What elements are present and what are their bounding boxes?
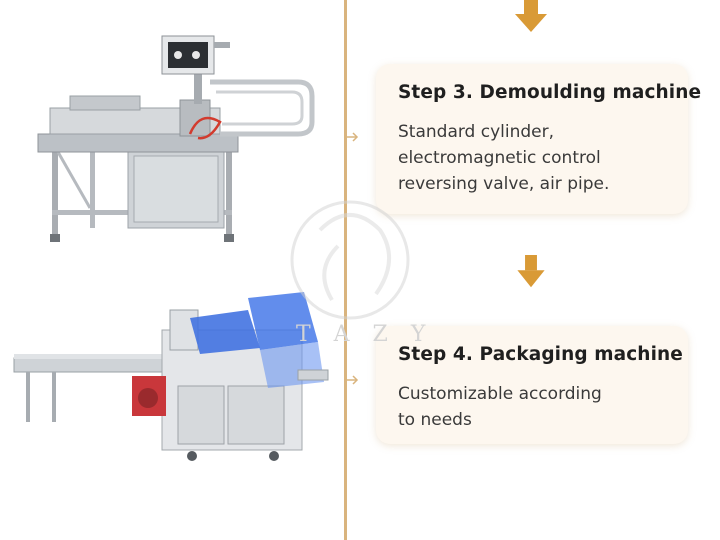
step-card-demoulding: Step 3. Demoulding machine Standard cyli… [376,64,702,214]
connector-arrow-icon [347,132,359,142]
connector-arrow-icon [347,375,359,385]
packaging-machine-image [13,292,329,461]
step-title: Step 4. Packaging machine [398,344,683,365]
step-description: Standard cylinder, electromagnetic contr… [398,122,610,194]
timeline-line [344,0,347,540]
step-title: Step 3. Demoulding machine [398,82,702,103]
down-arrow-icon [515,0,547,32]
demoulding-machine-image [37,35,315,242]
watermark-text: T A Z Y [296,322,434,347]
step-description: Customizable according to needs [398,384,602,430]
step-card-packaging: Step 4. Packaging machine Customizable a… [376,326,688,444]
watermark-logo [290,200,410,320]
down-arrow-icon [517,255,545,288]
